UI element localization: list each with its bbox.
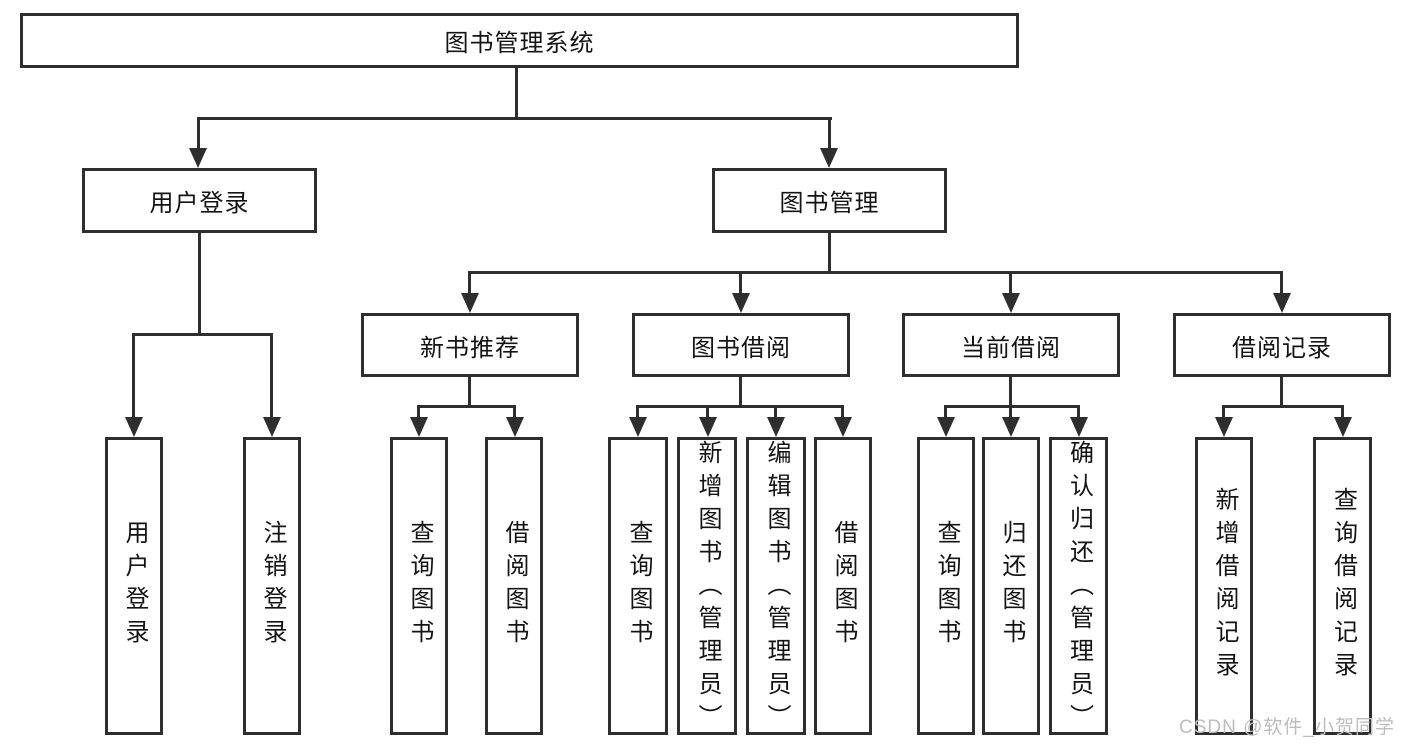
arrow-down-icon xyxy=(732,293,750,313)
leaf-query-borrow-record: 查询借阅记录 xyxy=(1313,437,1372,735)
arrow-down-icon xyxy=(1334,417,1352,437)
leaf-label: 新增借阅记录 xyxy=(1211,487,1238,685)
arrow-down-icon xyxy=(506,417,524,437)
connector-line xyxy=(1009,405,1012,420)
connector-line xyxy=(1280,375,1283,407)
leaf-label: 新增图书（管理员） xyxy=(694,440,721,737)
connector-line xyxy=(739,271,742,297)
connector-line xyxy=(132,333,135,420)
node-label: 图书管理系统 xyxy=(444,30,595,57)
leaf-user-login: 用户登录 xyxy=(105,437,163,735)
leaf-label: 查询借阅记录 xyxy=(1329,487,1357,685)
arrow-down-icon xyxy=(1070,417,1088,437)
connector-line xyxy=(1280,271,1283,297)
connector-line xyxy=(1222,405,1225,420)
leaf-return-book: 归还图书 xyxy=(982,437,1040,735)
arrow-down-icon xyxy=(1215,417,1233,437)
leaf-add-borrow-record: 新增借阅记录 xyxy=(1195,437,1253,735)
arrow-down-icon xyxy=(1273,293,1291,313)
connector-line xyxy=(944,405,947,420)
connector-line xyxy=(513,405,516,420)
leaf-query-books-3: 查询图书 xyxy=(917,437,975,735)
connector-line xyxy=(197,117,200,151)
leaf-label: 借阅图书 xyxy=(501,520,528,652)
node-book-management: 图书管理 xyxy=(712,168,947,233)
connector-line xyxy=(828,231,831,273)
arrow-down-icon xyxy=(125,417,143,437)
connector-line xyxy=(1009,271,1012,297)
node-label: 借阅记录 xyxy=(1232,334,1332,362)
arrow-down-icon xyxy=(263,417,281,437)
connector-line xyxy=(706,405,709,420)
node-current-borrowing: 当前借阅 xyxy=(902,313,1120,377)
connector-line xyxy=(1341,405,1344,420)
connector-line xyxy=(841,405,844,420)
arrow-down-icon xyxy=(461,293,479,313)
connector-line xyxy=(739,375,742,407)
leaf-logout: 注销登录 xyxy=(243,437,301,735)
node-borrowing-records: 借阅记录 xyxy=(1173,313,1391,377)
arrow-down-icon xyxy=(820,148,838,168)
leaf-borrow-books-1: 借阅图书 xyxy=(485,437,543,735)
leaf-label: 查询图书 xyxy=(406,520,433,652)
connector-line xyxy=(774,405,777,420)
connector-line xyxy=(944,405,1080,408)
arrow-down-icon xyxy=(767,417,785,437)
connector-line xyxy=(1009,375,1012,407)
connector-line xyxy=(417,405,420,420)
arrow-down-icon xyxy=(1002,417,1020,437)
leaf-query-books-2: 查询图书 xyxy=(608,437,668,735)
arrow-down-icon xyxy=(189,148,207,168)
node-label: 当前借阅 xyxy=(961,334,1061,362)
connector-line xyxy=(468,271,471,297)
leaf-label: 编辑图书（管理员） xyxy=(763,440,790,737)
leaf-label: 确认归还（管理员） xyxy=(1065,440,1093,737)
arrow-down-icon xyxy=(937,417,955,437)
leaf-edit-book-admin: 编辑图书（管理员） xyxy=(746,437,806,737)
arrow-down-icon xyxy=(1002,293,1020,313)
node-label: 图书借阅 xyxy=(691,334,791,362)
leaf-add-book-admin: 新增图书（管理员） xyxy=(677,437,737,737)
leaf-label: 注销登录 xyxy=(259,520,286,652)
connector-line xyxy=(132,333,273,336)
leaf-label: 归还图书 xyxy=(998,520,1025,652)
node-new-book-recommendation: 新书推荐 xyxy=(361,313,579,377)
leaf-query-books-1: 查询图书 xyxy=(390,437,448,735)
connector-line xyxy=(468,271,1283,274)
connector-line xyxy=(636,405,639,420)
node-user-login-branch: 用户登录 xyxy=(82,168,317,233)
connector-line xyxy=(417,405,516,408)
connector-line xyxy=(828,117,831,151)
connector-line xyxy=(636,405,844,408)
node-label: 新书推荐 xyxy=(420,334,520,362)
leaf-confirm-return-admin: 确认归还（管理员） xyxy=(1049,437,1108,737)
connector-line xyxy=(197,117,832,120)
leaf-label: 查询图书 xyxy=(933,520,960,652)
connector-line xyxy=(198,231,201,336)
leaf-borrow-books-2: 借阅图书 xyxy=(814,437,872,735)
connector-line xyxy=(1077,405,1080,420)
leaf-label: 借阅图书 xyxy=(830,520,857,652)
leaf-label: 查询图书 xyxy=(625,520,652,652)
node-label: 用户登录 xyxy=(149,190,250,217)
arrow-down-icon xyxy=(410,417,428,437)
arrow-down-icon xyxy=(699,417,717,437)
connector-line xyxy=(1222,405,1343,408)
connector-line xyxy=(515,65,518,119)
connector-line xyxy=(468,375,471,407)
node-label: 图书管理 xyxy=(779,190,880,217)
leaf-label: 用户登录 xyxy=(121,520,148,652)
node-library-management-system: 图书管理系统 xyxy=(20,13,1019,68)
csdn-watermark: CSDN @软件_小贺同学 xyxy=(1179,717,1395,738)
arrow-down-icon xyxy=(629,417,647,437)
arrow-down-icon xyxy=(834,417,852,437)
connector-line xyxy=(270,333,273,420)
node-book-borrowing: 图书借阅 xyxy=(632,313,850,377)
